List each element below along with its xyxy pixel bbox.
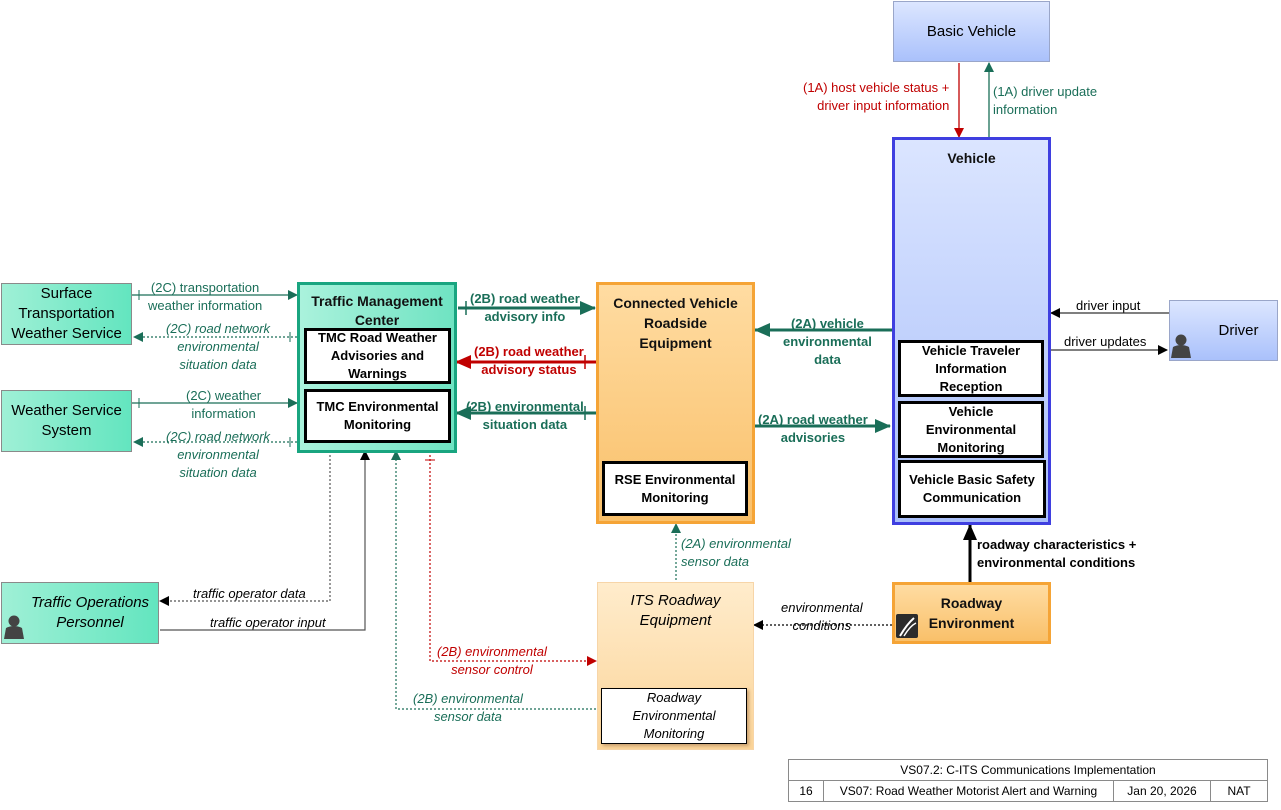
label-driver-updates: driver updates bbox=[1064, 334, 1147, 349]
label-env-sensor-control: (2B) environmental sensor control bbox=[437, 644, 547, 677]
label-env-situation-data: (2B) environmental situation data bbox=[466, 399, 584, 432]
surface-weather-service-entity[interactable]: Surface Transportation Weather Service bbox=[1, 283, 132, 345]
label-traffic-operator-data: traffic operator data bbox=[193, 586, 306, 601]
tmc-env-monitoring-subsystem[interactable]: TMC Environmental Monitoring bbox=[304, 389, 451, 443]
vehicle-basic-safety-subsystem[interactable]: Vehicle Basic Safety Communication bbox=[898, 460, 1046, 518]
label-env-sensor-data-2b: (2B) environmental sensor data bbox=[413, 691, 523, 724]
vehicle-traveler-info-subsystem[interactable]: Vehicle Traveler Information Reception bbox=[898, 340, 1044, 397]
tmc-title: Traffic Management Center bbox=[311, 293, 443, 328]
label-vehicle-env-data: (2A) vehicle environmental data bbox=[783, 316, 872, 367]
basic-vehicle-label: Basic Vehicle bbox=[926, 23, 1017, 40]
label-driver-input: driver input bbox=[1076, 298, 1141, 313]
label-road-weather-advisory-info: (2B) road weather advisory info bbox=[470, 291, 580, 324]
label-transportation-weather-info: (2C) transportation weather information bbox=[148, 280, 263, 313]
person-icon bbox=[4, 615, 24, 639]
roadway-icon bbox=[896, 614, 918, 638]
flow-traffic-operator-input bbox=[160, 450, 370, 631]
driver-label: Driver bbox=[1218, 322, 1259, 339]
label-roadway-characteristics: roadway characteristics + environmental … bbox=[977, 537, 1137, 570]
tmc-road-weather-advisories-subsystem[interactable]: TMC Road Weather Advisories and Warnings bbox=[304, 328, 451, 384]
label-weather-info: (2C) weather information bbox=[186, 388, 262, 421]
footer-org: NAT bbox=[1210, 780, 1268, 802]
label-env-sensor-data-2a: (2A) environmental sensor data bbox=[681, 536, 791, 569]
footer-page: 16 bbox=[788, 780, 824, 802]
vehicle-env-monitoring-subsystem[interactable]: Vehicle Environmental Monitoring bbox=[898, 401, 1044, 458]
vehicle-title: Vehicle bbox=[947, 150, 996, 166]
label-road-weather-advisory-status: (2B) road weather advisory status bbox=[474, 344, 584, 377]
roadway-environment-entity[interactable]: Roadway Environment bbox=[892, 582, 1051, 644]
person-icon bbox=[1171, 334, 1191, 358]
label-road-network-1: (2C) road network environmental situatio… bbox=[166, 321, 271, 372]
weather-service-system-entity[interactable]: Weather Service System bbox=[1, 390, 132, 452]
footer-title: VS07.2: C-ITS Communications Implementat… bbox=[788, 759, 1268, 781]
label-environmental-conditions: environmental conditions bbox=[781, 600, 863, 633]
label-driver-update-info: (1A) driver update information bbox=[993, 84, 1098, 117]
roadway-env-monitoring-subsystem[interactable]: Roadway Environmental Monitoring bbox=[601, 688, 747, 744]
footer-name: VS07: Road Weather Motorist Alert and Wa… bbox=[823, 780, 1114, 802]
label-traffic-operator-input: traffic operator input bbox=[210, 615, 326, 630]
rse-env-monitoring-subsystem[interactable]: RSE Environmental Monitoring bbox=[602, 461, 748, 516]
basic-vehicle-entity[interactable]: Basic Vehicle bbox=[893, 1, 1050, 62]
flow-traffic-operator-data bbox=[159, 455, 331, 606]
diagram-footer: VS07.2: C-ITS Communications Implementat… bbox=[788, 759, 1268, 802]
flow-env-sensor-data-2b bbox=[391, 450, 600, 710]
label-road-network-2: (2C) road network environmental situatio… bbox=[166, 429, 271, 480]
label-host-vehicle-status: (1A) host vehicle status + driver input … bbox=[803, 80, 950, 113]
label-road-weather-advisories: (2A) road weather advisories bbox=[758, 412, 868, 445]
footer-date: Jan 20, 2026 bbox=[1113, 780, 1211, 802]
traffic-operations-personnel-entity[interactable]: Traffic Operations Personnel bbox=[1, 582, 159, 644]
flow-env-sensor-control bbox=[429, 455, 597, 666]
